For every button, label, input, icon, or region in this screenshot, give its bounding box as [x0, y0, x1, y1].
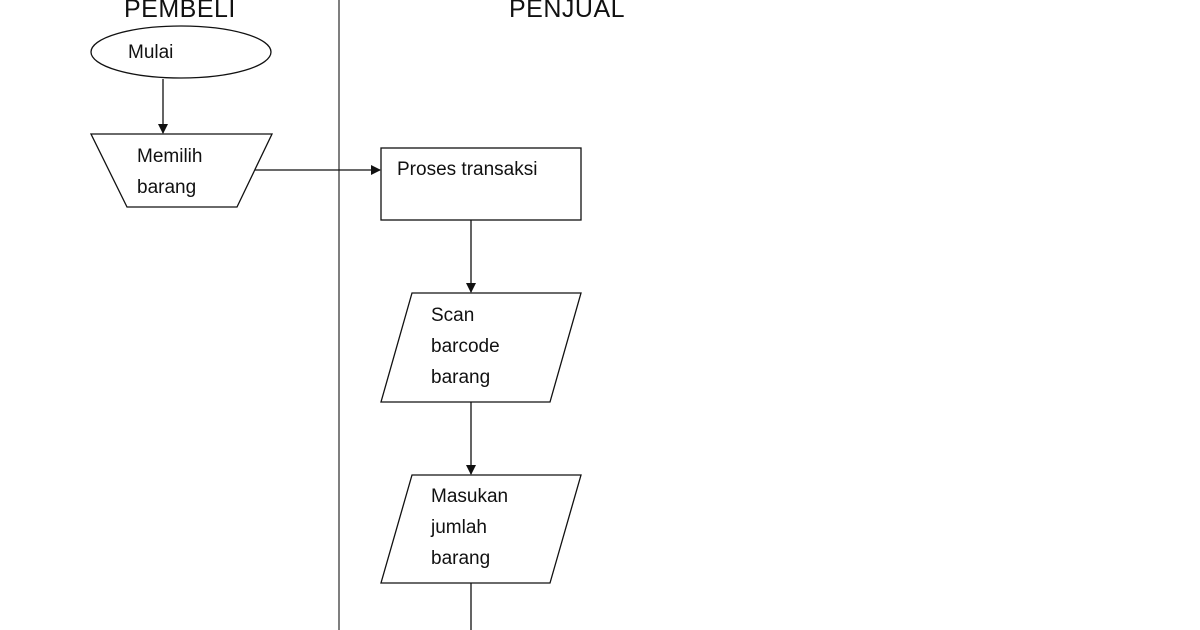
process-label: Proses transaksi — [397, 159, 538, 180]
qty-label: Masukan jumlah barang — [431, 486, 509, 569]
start-terminator-shape — [90, 25, 272, 79]
manual-operation-shape — [89, 133, 274, 208]
scan-label: Scan barcode barang — [431, 305, 500, 388]
choose-label: Memilih barang — [137, 146, 203, 198]
lane-title-penjual: PENJUAL — [509, 0, 626, 23]
process-shape — [380, 147, 582, 221]
start-label: Mulai — [128, 42, 174, 63]
quantity-io-shape — [380, 474, 582, 584]
scan-io-shape — [380, 292, 582, 403]
lane-title-pembeli: PEMBELI — [124, 0, 236, 23]
